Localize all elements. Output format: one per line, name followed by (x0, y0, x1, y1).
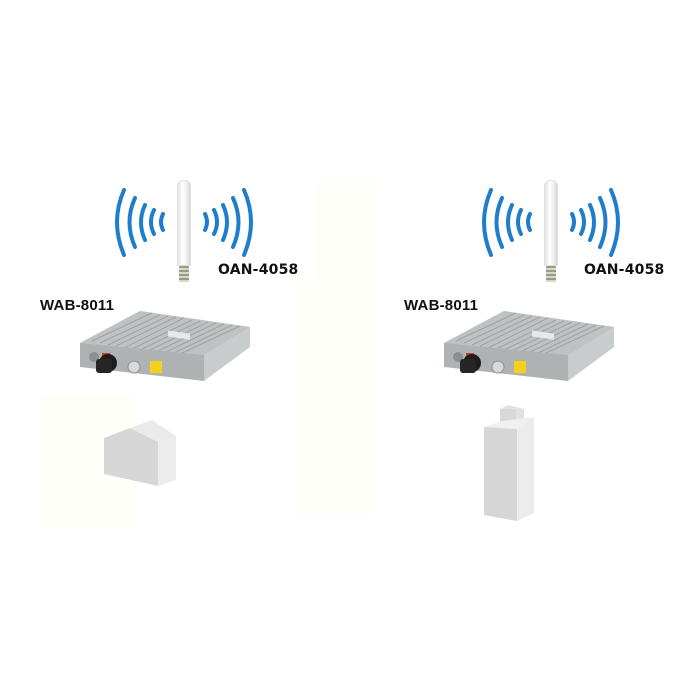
antenna-radome (544, 180, 558, 266)
wireless-signal-left-icon (115, 188, 165, 257)
wireless-signal-right-icon (203, 188, 253, 257)
house-icon (104, 420, 176, 486)
wireless-signal-left-icon (482, 188, 532, 257)
antenna-radome (177, 180, 191, 266)
antenna-connector (179, 266, 189, 282)
tower-building-icon (484, 405, 534, 521)
antenna-connector (546, 266, 556, 282)
omni-antenna-icon (177, 180, 191, 282)
device-label: WAB-8011 (40, 297, 115, 314)
omni-antenna-icon (544, 180, 558, 282)
background-panel (295, 280, 375, 515)
device-label: WAB-8011 (404, 297, 479, 314)
outdoor-bridge-icon (80, 311, 250, 381)
antenna-label: OAN-4058 (584, 262, 665, 278)
antenna-label: OAN-4058 (218, 262, 299, 278)
wireless-signal-right-icon (570, 188, 620, 257)
background-panel (315, 180, 380, 290)
outdoor-bridge-icon (444, 311, 614, 381)
